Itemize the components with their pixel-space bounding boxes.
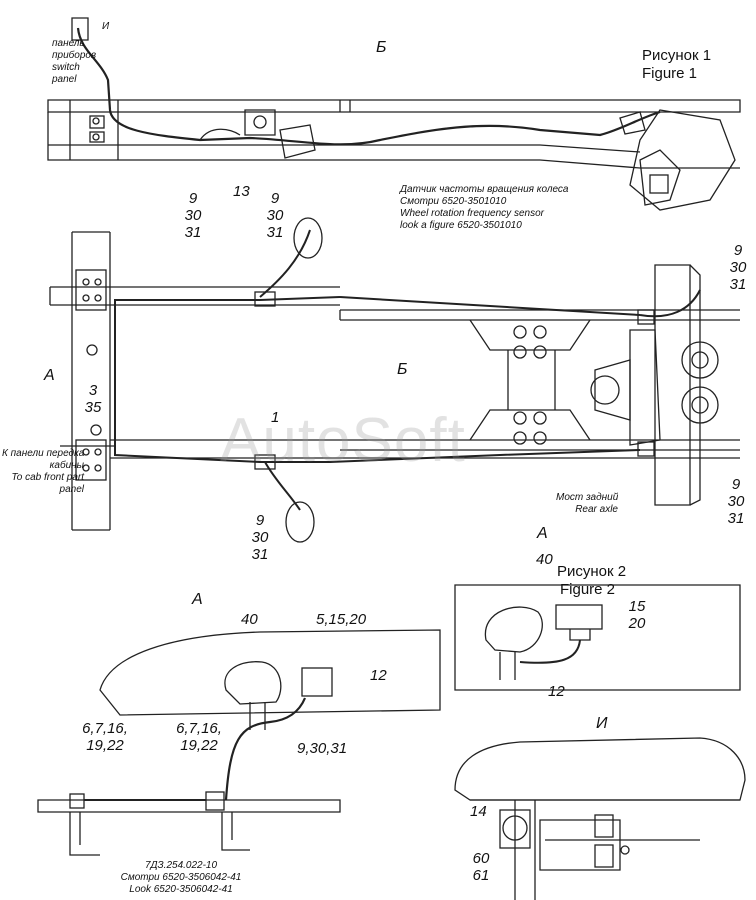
figure2-title-en: Figure 2 bbox=[560, 581, 616, 598]
callout-line: 19,22 bbox=[86, 737, 124, 754]
callout-line: 30 bbox=[729, 259, 747, 276]
callout-6-7-16-19-22-left: 6,7,16, 19,22 bbox=[72, 720, 138, 754]
sensor-note-line: look a figure 6520-3501010 bbox=[400, 220, 522, 231]
cab-note-line: To cab front part bbox=[11, 472, 84, 483]
callout-9-30-31-right-bottom: 9 30 31 bbox=[725, 476, 747, 527]
figure1-title-en: Figure 1 bbox=[642, 65, 698, 82]
callout-9-30-31-top-mid: 9 30 31 bbox=[183, 190, 203, 241]
callout-line: 3 bbox=[88, 382, 98, 399]
view-i-marker: И bbox=[102, 21, 110, 32]
bottom-ref-note-line: Смотри 6520-3506042-41 bbox=[120, 872, 242, 883]
panel-note-line: панель bbox=[52, 38, 85, 49]
view-a-arrow-label: А bbox=[44, 367, 55, 384]
view-i bbox=[454, 737, 746, 900]
figure2-title-ru: Рисунок 2 bbox=[557, 563, 627, 580]
callout-line: 31 bbox=[251, 546, 269, 563]
callout-line: 9 bbox=[270, 190, 280, 207]
side-view-frame bbox=[47, 17, 741, 211]
callout-9-30-31-top-right: 9 30 31 bbox=[265, 190, 285, 241]
callout-60-61: 60 61 bbox=[470, 850, 492, 884]
view-a-right bbox=[454, 584, 741, 691]
callout-line: 9 bbox=[731, 476, 741, 493]
panel-note-line: panel bbox=[52, 74, 77, 85]
watermark: AutoSoft bbox=[220, 406, 466, 475]
plan-view-frame bbox=[49, 217, 740, 543]
callout-12-right: 12 bbox=[548, 683, 565, 700]
bottom-ref-note-line: Look 6520-3506042-41 bbox=[129, 884, 233, 895]
panel-note: панель приборов switch panel bbox=[52, 38, 96, 86]
view-a-left bbox=[37, 629, 441, 856]
panel-note-line: приборов bbox=[52, 50, 97, 61]
sensor-note-line: Датчик частоты вращения колеса bbox=[400, 184, 569, 195]
callout-line: 60 bbox=[472, 850, 490, 867]
sensor-note-line: Wheel rotation frequency sensor bbox=[400, 208, 544, 219]
cab-note-line: кабины bbox=[49, 460, 84, 471]
rear-axle-note: Мост задний Rear axle bbox=[556, 492, 618, 516]
callout-line: 30 bbox=[251, 529, 269, 546]
callout-13: 13 bbox=[233, 183, 250, 200]
view-i-label: И bbox=[596, 715, 608, 732]
panel-note-line: switch bbox=[52, 62, 80, 73]
callout-line: 30 bbox=[727, 493, 745, 510]
callout-40-right: 40 bbox=[536, 551, 553, 568]
callout-line: 61 bbox=[472, 867, 490, 884]
callout-line: 30 bbox=[266, 207, 284, 224]
callout-line: 9 bbox=[733, 242, 743, 259]
bottom-ref-note-line: 7ДЗ.254.022-10 bbox=[144, 860, 218, 871]
callout-6-7-16-19-22-right: 6,7,16, 19,22 bbox=[166, 720, 232, 754]
sensor-note-line: Смотри 6520-3501010 bbox=[400, 196, 507, 207]
callout-3-35: 3 35 bbox=[82, 382, 104, 416]
cab-note-line: panel bbox=[59, 484, 84, 495]
callout-line: 9 bbox=[255, 512, 265, 529]
callout-line: 15 bbox=[628, 598, 646, 615]
callout-9-30-31-view-a: 9,30,31 bbox=[297, 740, 348, 757]
callout-line: 19,22 bbox=[180, 737, 218, 754]
view-b-mid-label: Б bbox=[397, 361, 408, 378]
rear-axle-note-line: Rear axle bbox=[575, 504, 618, 515]
sensor-note: Датчик частоты вращения колеса Смотри 65… bbox=[400, 184, 568, 232]
callout-line: 31 bbox=[266, 224, 284, 241]
callout-9-30-31-right-top: 9 30 31 bbox=[727, 242, 749, 293]
rear-axle-note-line: Мост задний bbox=[556, 492, 619, 503]
view-a-left-label: А bbox=[192, 591, 203, 608]
bottom-ref-note: 7ДЗ.254.022-10 Смотри 6520-3506042-41 Lo… bbox=[112, 860, 250, 896]
cab-note: К панели передка кабины To cab front par… bbox=[2, 448, 84, 496]
callout-40-left: 40 bbox=[241, 611, 258, 628]
callout-line: 30 bbox=[184, 207, 202, 224]
figure1-title-ru: Рисунок 1 bbox=[642, 47, 712, 64]
view-a-right-label: А bbox=[537, 525, 548, 542]
callout-line: 6,7,16, bbox=[82, 720, 128, 737]
callout-1: 1 bbox=[271, 409, 280, 426]
callout-5-15-20: 5,15,20 bbox=[316, 611, 367, 628]
callout-line: 31 bbox=[729, 276, 747, 293]
callout-line: 6,7,16, bbox=[176, 720, 222, 737]
view-b-top-label: Б bbox=[376, 39, 387, 56]
callout-line: 35 bbox=[84, 399, 102, 416]
callout-line: 20 bbox=[628, 615, 646, 632]
callout-9-30-31-bottom-mid: 9 30 31 bbox=[250, 512, 270, 563]
callout-line: 9 bbox=[188, 190, 198, 207]
cab-note-line: К панели передка bbox=[2, 448, 85, 459]
callout-15-20: 15 20 bbox=[626, 598, 648, 632]
callout-line: 31 bbox=[184, 224, 202, 241]
callout-14: 14 bbox=[470, 803, 487, 820]
callout-line: 31 bbox=[727, 510, 745, 527]
callout-12-left: 12 bbox=[370, 667, 387, 684]
